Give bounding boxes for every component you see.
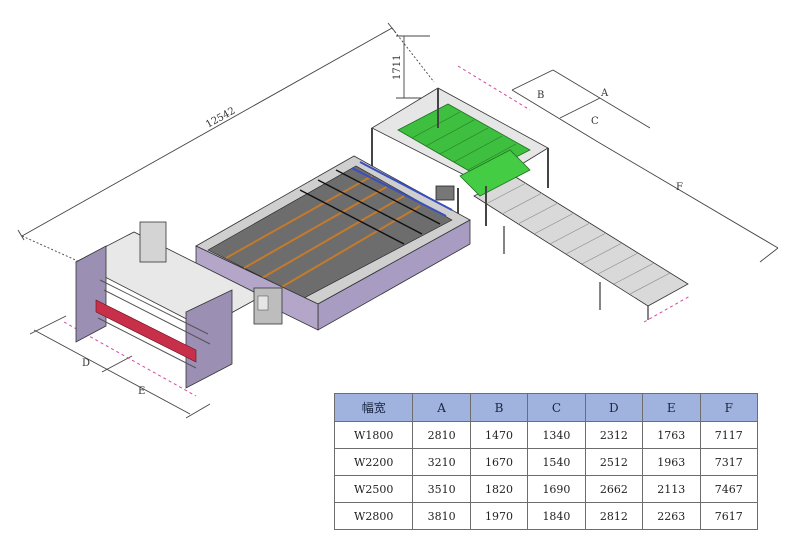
dim-d-label: D — [82, 358, 90, 369]
cutting-section — [195, 155, 471, 331]
unwind-unit — [75, 221, 283, 389]
table-cell: 2263 — [642, 502, 701, 530]
table-cell: 1763 — [642, 421, 701, 449]
table-cell: 7467 — [699, 475, 758, 503]
table-row: W2800 3810 1970 1840 2812 2263 7617 — [333, 502, 758, 530]
dim-e-label: E — [138, 386, 145, 397]
table-header-row: 幅宽 A B C D E F — [333, 393, 758, 422]
header-c: C — [527, 393, 586, 422]
table-cell: 1963 — [642, 448, 701, 476]
table-cell: W2200 — [333, 448, 414, 476]
dim-f-label: F — [676, 182, 683, 193]
table-cell: 2512 — [584, 448, 644, 476]
table-cell: 7617 — [699, 502, 758, 530]
outfeed-conveyor — [473, 175, 689, 320]
table-cell: 1690 — [527, 475, 586, 503]
table-cell: 1670 — [469, 448, 529, 476]
dim-a-label: A — [600, 88, 609, 99]
header-a: A — [412, 393, 471, 422]
table-cell: 3210 — [412, 448, 471, 476]
dim-b-label: B — [537, 90, 544, 101]
height-label: 1711 — [392, 55, 403, 80]
table-row: W2500 3510 1820 1690 2662 2113 7467 — [333, 475, 758, 503]
table-cell: 3510 — [412, 475, 471, 503]
table-cell: W2800 — [333, 502, 414, 530]
table-cell: 1470 — [469, 421, 529, 449]
table-cell: 1340 — [527, 421, 586, 449]
header-f: F — [699, 393, 758, 422]
header-e: E — [642, 393, 701, 422]
overall-length-dimension — [17, 22, 435, 263]
table-cell: 2810 — [412, 421, 471, 449]
spec-table: 幅宽 A B C D E F W1800 2810 1470 1340 2312… — [333, 393, 758, 530]
table-cell: 2662 — [584, 475, 644, 503]
right-dimensions — [511, 69, 779, 263]
header-b: B — [469, 393, 529, 422]
stacker-unit — [371, 87, 549, 232]
table-cell: 3810 — [412, 502, 471, 530]
table-cell: 2812 — [584, 502, 644, 530]
table-cell: 1820 — [469, 475, 529, 503]
table-row: W2200 3210 1670 1540 2512 1963 7317 — [333, 448, 758, 476]
table-cell: 7117 — [699, 421, 758, 449]
table-row: W1800 2810 1470 1340 2312 1763 7117 — [333, 421, 758, 449]
table-cell: W2500 — [333, 475, 414, 503]
table-cell: W1800 — [333, 421, 414, 449]
table-cell: 1970 — [469, 502, 529, 530]
dim-c-label: C — [591, 116, 599, 127]
left-dimensions — [29, 315, 211, 419]
header-d: D — [584, 393, 644, 422]
header-width: 幅宽 — [333, 393, 414, 422]
table-cell: 7317 — [699, 448, 758, 476]
table-cell: 2113 — [642, 475, 701, 503]
table-cell: 2312 — [584, 421, 644, 449]
table-cell: 1840 — [527, 502, 586, 530]
table-cell: 1540 — [527, 448, 586, 476]
